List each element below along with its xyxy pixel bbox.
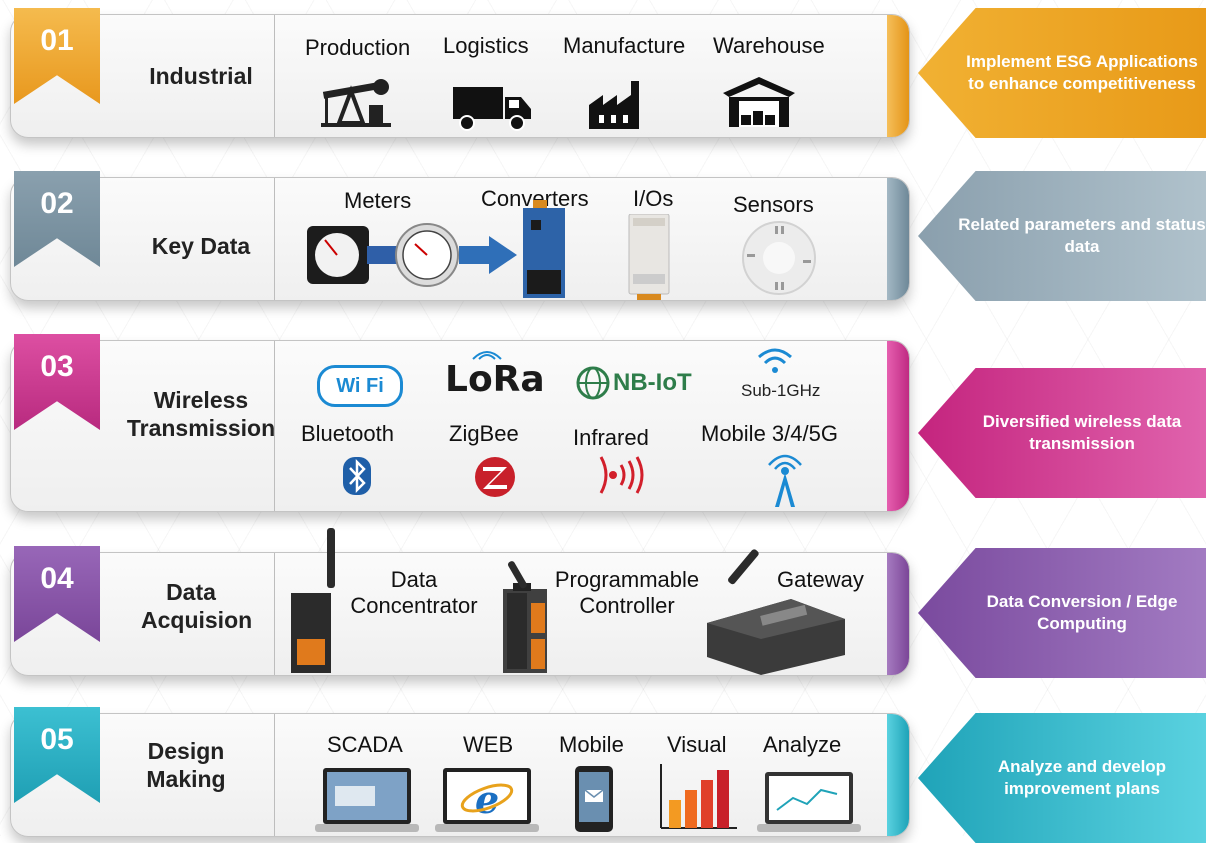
infrared-icon [599,456,644,494]
sensor-icon [742,221,816,295]
item-label-visual: Visual [667,732,727,757]
category-label: Wireless Transmission [126,387,276,441]
panel-divider [274,714,275,836]
item-label-mobile: Mobile [559,732,624,757]
item-label-meters: Meters [344,188,412,213]
goal-text: Analyze and develop improvement plans [997,756,1167,798]
analytics-laptop-icon [757,772,861,832]
oil-pump-icon [321,79,391,127]
panel-divider [274,553,275,675]
globe-icon [576,366,610,400]
sub-ghz-logo: Sub-1GHz [741,381,821,400]
goal-text: Related parameters and status data [958,214,1206,256]
panel-wireless: Wireless Transmission Wi Fi LoRa NB-IoT … [10,340,910,512]
item-label-manufacture: Manufacture [563,33,686,58]
panel-divider [274,15,275,137]
gateway-antenna-icon [728,549,759,585]
io-module-icon [628,214,670,300]
item-label-gateway: Gateway [777,567,864,592]
svg-text:e: e [475,777,499,822]
goal-text: Diversified wireless data transmission [982,411,1182,453]
nb-iot-logo: NB-IoT [613,369,692,396]
panel-design-making: Design Making SCADA WEB Mobile Visual An… [10,713,910,837]
item-label-zigbee: ZigBee [449,421,519,446]
item-label-analyze: Analyze [763,732,842,757]
row-wireless: Wireless Transmission Wi Fi LoRa NB-IoT … [0,334,1206,516]
meter-gauge-icon [307,223,517,287]
panel-divider [274,341,275,511]
goal-arrow: Analyze and develop improvement plans [918,713,1206,843]
panel-data-acquisition: Data Acquision Data Concentrator Program… [10,552,910,676]
goal-text: Data Conversion / Edge Computing [986,591,1178,633]
warehouse-icon [723,77,795,127]
panel-key-data: Key Data Meters Converters I/Os Sensors [10,177,910,301]
step-number: 04 [40,562,74,595]
category-label: Design Making [146,738,226,792]
step-number: 03 [40,350,74,383]
accent-bar [887,341,909,511]
item-label-data-concentrator: Data Concentrator [350,567,478,619]
item-label-programmable-controller: Programmable Controller [554,567,700,619]
item-label-infrared: Infrared [573,425,649,450]
goal-arrow: Data Conversion / Edge Computing [918,548,1206,678]
zigbee-icon [475,457,515,497]
panel-divider [274,178,275,300]
item-label-warehouse: Warehouse [713,33,825,58]
category-label: Industrial [149,63,253,89]
accent-bar [887,553,909,675]
antenna-tower-icon [768,454,802,507]
wifi-signal-icon [758,348,792,373]
step-number: 05 [40,723,74,756]
step-number: 01 [40,24,74,57]
row-design-making: Design Making SCADA WEB Mobile Visual An… [0,707,1206,843]
bar-chart-icon [660,764,737,829]
factory-icon [589,81,639,129]
item-label-scada: SCADA [327,732,403,757]
item-label-sensors: Sensors [733,192,814,217]
converter-device-icon [523,200,565,298]
category-label: Key Data [151,233,251,259]
item-label-ios: I/Os [633,186,674,211]
category-label: Data Acquision [141,579,253,633]
item-label-production: Production [305,35,411,60]
accent-bar [887,15,909,137]
wifi-logo: Wi Fi [317,365,403,407]
goal-text: Implement ESG Applications to enhance co… [966,51,1198,93]
accent-bar [887,714,909,836]
item-label-web: WEB [463,732,514,757]
item-label-bluetooth: Bluetooth [301,421,394,446]
router-antenna-icon [327,528,335,588]
web-laptop-icon: e [435,768,539,832]
item-label-mobile-5g: Mobile 3/4/5G [701,421,838,446]
accent-bar [887,178,909,300]
item-label-logistics: Logistics [443,33,529,58]
goal-arrow: Implement ESG Applications to enhance co… [918,8,1206,138]
goal-arrow: Diversified wireless data transmission [918,368,1206,498]
scada-laptop-icon [315,768,419,832]
controller-antenna-icon [508,561,527,589]
gateway-device-icon [707,599,845,675]
row-data-acquisition: Data Acquision Data Concentrator Program… [0,528,1206,682]
lora-logo: LoRa [445,359,545,400]
row-industrial: Industrial Production Logistics Manufact… [0,8,1206,144]
step-number: 02 [40,187,74,220]
controller-device-icon [503,583,547,673]
panel-industrial: Industrial Production Logistics Manufact… [10,14,910,138]
tablet-icon [575,766,613,832]
router-device-icon [291,593,331,673]
truck-icon [453,87,531,131]
goal-arrow: Related parameters and status data [918,171,1206,301]
bluetooth-icon [343,457,371,495]
lora-signal-icon [472,351,502,360]
row-key-data: Key Data Meters Converters I/Os Sensors [0,171,1206,307]
